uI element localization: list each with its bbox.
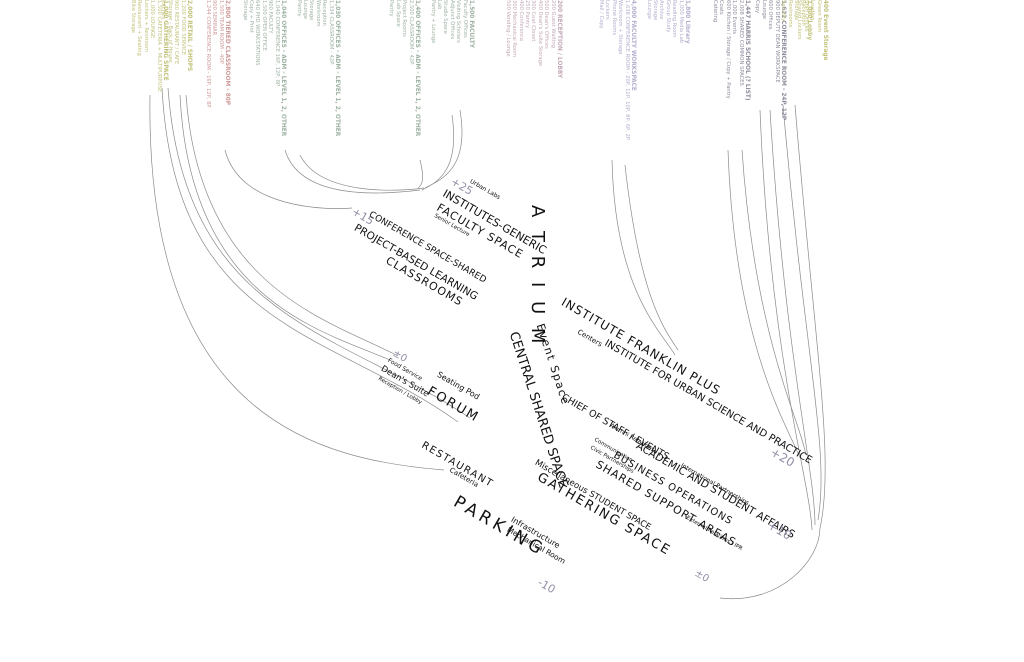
wire [149,94,445,471]
wire [167,87,471,419]
wire [179,94,391,361]
program-line: 900 RESTAURANT / CAFE [173,0,180,65]
program-line: Security [780,0,787,22]
program-line: 300 Coat Closet [530,0,537,42]
program-line: 500 Vending / Lounge [504,0,511,57]
program-line: Reading Room [671,0,678,38]
wire [624,164,679,351]
program-line: Lockers + Restroom [142,0,149,53]
program-line: 1,447 HARRIS SCHOOL (? LIST) [744,0,750,101]
program-line: 1,030 OFFICES - ADM - LEVEL 1, 2, OTHER [334,0,340,137]
program-line: 1,244 CONFERENCE ROOM - 16P, 12P, 8P [204,0,211,108]
program-line: 200 RECEPTION / LOBBY [556,0,562,79]
program-line: Mail / Copy [597,0,604,29]
program-line: Lounge [645,0,652,20]
program-line: 1,400 OFFICES - ADM - LEVEL 1, 2, OTHER [414,0,420,137]
program-line: Lab Space [394,0,401,27]
wire [759,109,813,531]
wire [719,527,821,600]
program-line: 1,334 CLASSROOM - 42P [327,0,334,65]
program-line: 1,500 FACULTY [468,0,474,48]
program-line: 4,000 FACULTY WORKSPACE [630,0,636,91]
program-line: 2,800 TIERED CLASSROOM - 80P [224,0,230,106]
program-line: 500 Dean's Offices [543,0,550,49]
program-line: Pantry [295,0,302,17]
wire [421,114,454,191]
program-line: 2,500 CLASSROOM - 42P [407,0,414,65]
wire [782,104,822,521]
program-line: Pantry + Lounge [429,0,436,44]
program-line: Restaurant + Seating [136,0,143,56]
program-line: 1,200 FOOD SERVICE [179,0,186,56]
program-line: Storage [651,0,658,21]
wire [224,149,353,209]
wire [794,104,826,529]
program-line: Restrooms [786,0,793,28]
program-line: 400 Event Storage [822,0,828,61]
program-line: 2,000 RETAIL / SHOPS [186,0,192,72]
program-line: 400 Conference [517,0,524,42]
program-line: 300 Mechanical Room [511,0,518,58]
program-line: Phone Rooms [610,0,617,36]
program-line: Workroom [314,0,321,27]
wire [161,87,459,423]
program-line: 1,040 OFFICES - ADM - LEVEL 1, 2, OTHER [280,0,286,137]
program-line: 1,000 Media Lab [677,0,684,44]
program-line: Visiting Scholars [455,0,462,43]
wire [611,159,676,356]
program-line: Project Rooms [401,0,408,37]
program-line: Reception [321,0,328,26]
program-line: Storage [241,0,248,21]
program-list-harris: 1,447 HARRIS SCHOOL (? LIST)2,008 SHARED… [712,0,750,100]
program-line: Storage - Back of House [166,0,173,63]
program-line: 900 DEPUTY DEAN WORKSPACE [773,0,780,83]
program-line: 2,008 SHARED COMMON SPACES [737,0,744,86]
program-line: 1,040 CONFERENCE 16P, 12P, 8P [273,0,280,87]
program-line: 1,500 TEAM ROOM - 40P [217,0,224,64]
program-line: Lounge [760,0,767,20]
wire [417,159,423,189]
program-line: Faculty Offices [461,0,468,38]
program-line: Shared Lockers [796,0,803,40]
program-line: 1,638 CONFERENCE ROOM - 20P, 12P, 10P, 8… [623,0,630,141]
wire [741,149,807,456]
wire [185,94,399,357]
program-line: Studio Space [442,0,449,34]
program-line: Catering [711,0,718,23]
wire [727,149,801,459]
program-line: Staff Offices [802,0,809,32]
program-line: 400 Dean's Suite Storage [536,0,543,67]
program-line: 640 PHD WORKSTATIONS [254,0,261,66]
wire [769,109,816,526]
program-line: 1,800 Library [684,0,690,44]
program-line: 200 Guest Waiting [549,0,556,48]
wire [284,149,421,194]
program-line: 600 Kitchen / Storage / Copy + Pantry [724,0,731,99]
program-line: Lounge [301,0,308,20]
program-line: Adjunct Offices [448,0,455,40]
wire [299,154,425,191]
program-line: Group Study [664,0,671,33]
program-line: Copy + Print [247,0,254,33]
program-line: 1,500 OPEN OFFICE [260,0,267,51]
program-line: Green Room [815,0,822,33]
